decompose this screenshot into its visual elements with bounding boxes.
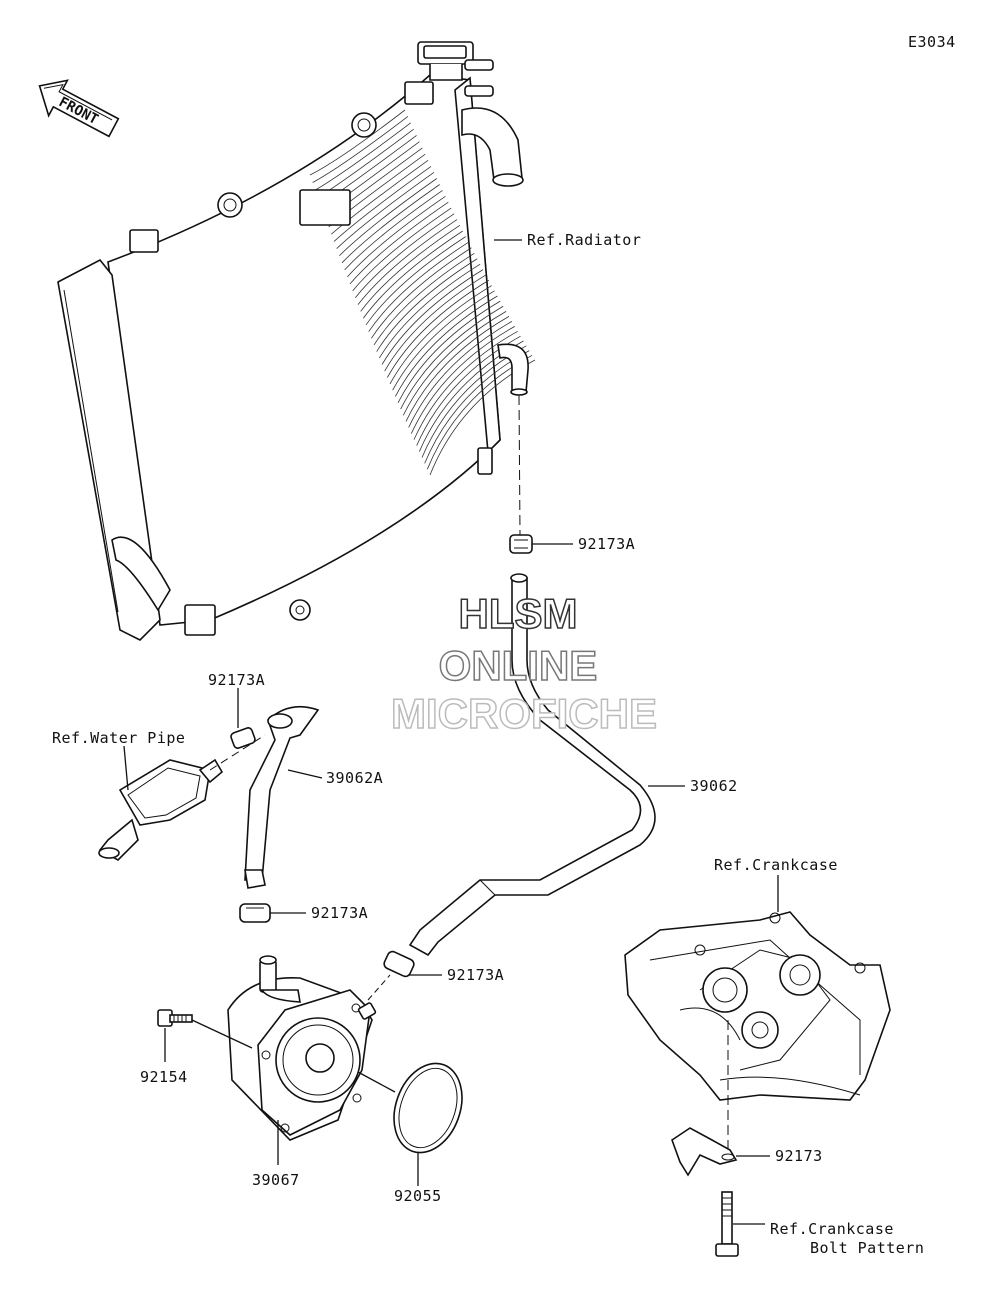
hose-39062 — [408, 573, 656, 957]
o-ring-callout-line — [357, 1071, 396, 1093]
clamp-right-bottom-label: 92173A — [447, 966, 504, 984]
hose-clamp-left-top — [230, 727, 256, 749]
water-pipe — [98, 758, 224, 861]
watermark: HLSM ONLINE MICROFICHE — [390, 589, 658, 738]
hose-clamp-upper — [509, 534, 533, 554]
front-arrow-icon: FRONT — [38, 79, 120, 138]
watermark-line-1: HLSM — [459, 590, 578, 637]
ref-bolt-pattern-label-2: Bolt Pattern — [810, 1239, 924, 1257]
ref-bolt-pattern-label-1: Ref.Crankcase — [770, 1220, 894, 1238]
hose-a-leader — [287, 769, 323, 779]
hose-39062a — [244, 705, 320, 889]
clamp-left-bottom-label: 92173A — [311, 904, 368, 922]
bolt-leader-a — [191, 1019, 253, 1049]
ref-radiator-label: Ref.Radiator — [527, 231, 641, 249]
o-ring-label: 92055 — [394, 1187, 442, 1205]
ref-crankcase-label: Ref.Crankcase — [714, 856, 838, 874]
bolt-label: 92154 — [140, 1068, 188, 1086]
watermark-line-3: MICROFICHE — [391, 690, 657, 737]
hose-a-label: 39062A — [326, 769, 383, 787]
diagram-code: E3034 — [908, 33, 956, 51]
clamp-left-top-label: 92173A — [208, 671, 265, 689]
watermark-line-2: ONLINE — [439, 642, 598, 689]
hose-clamp-crankcase — [671, 1127, 738, 1177]
hose-clamp-left-bottom — [239, 903, 271, 923]
clamp-crankcase-label: 92173 — [775, 1147, 823, 1165]
bolt-92154 — [157, 1009, 193, 1027]
oil-cooler-label: 39067 — [252, 1171, 300, 1189]
ref-water-pipe-label: Ref.Water Pipe — [52, 729, 185, 747]
clamp-upper-label: 92173A — [578, 535, 635, 553]
radiator — [57, 41, 536, 641]
hose-clamp-right-bottom — [383, 950, 415, 978]
oil-cooler — [227, 955, 377, 1141]
ref-water-pipe-leader — [123, 745, 129, 791]
crankcase — [624, 911, 891, 1101]
o-ring — [393, 1062, 463, 1154]
hose-main-label: 39062 — [690, 777, 738, 795]
crankcase-bolt — [715, 1191, 739, 1257]
